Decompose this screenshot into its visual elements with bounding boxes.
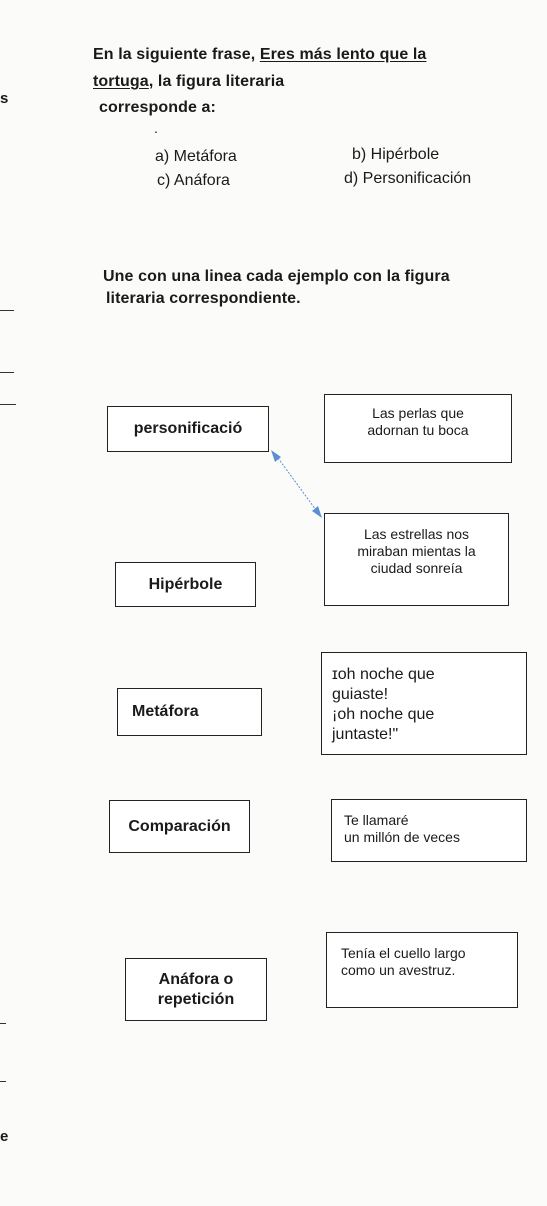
example-3-line4: juntaste!" — [332, 726, 399, 743]
margin-line-2 — [0, 372, 14, 373]
figure-label-metafora: Metáfora — [132, 703, 199, 720]
question1-phrase-a: Eres más lento que la — [259, 46, 427, 63]
question2-line2: literaria correspondiente. — [106, 290, 301, 307]
margin-fragment-e: e — [0, 1128, 9, 1145]
figure-box-hiperbole: Hipérbole — [115, 562, 256, 607]
figure-box-metafora: Metáfora — [117, 688, 262, 736]
margin-line-5 — [0, 1081, 6, 1082]
question2-line1: Une con una linea cada ejemplo con la fi… — [103, 268, 450, 285]
question1-line3: corresponde a: — [99, 99, 216, 116]
example-2-line2: miraban mientas la — [357, 543, 476, 559]
example-5-line2: como un avestruz. — [341, 962, 456, 978]
question1-prefix: En la siguiente frase, — [93, 46, 260, 63]
example-4-line2: un millón de veces — [344, 829, 460, 845]
figure-label-anafora-l1: Anáfora o — [158, 970, 234, 988]
example-box-3: ɪoh noche que guiaste! ¡oh noche que jun… — [321, 652, 527, 755]
example-box-1: Las perlas que adornan tu boca — [324, 394, 512, 463]
option-c: c) Anáfora — [157, 172, 230, 189]
figure-label-comparacion: Comparación — [128, 817, 231, 835]
example-4-line1: Te llamaré — [344, 812, 409, 828]
margin-fragment-s: s — [0, 90, 9, 107]
figure-label-anafora-l2: repetición — [157, 990, 235, 1008]
example-2-line1: Las estrellas nos — [363, 526, 470, 542]
example-box-4: Te llamaré un millón de veces — [331, 799, 527, 862]
figure-box-anafora: Anáfora o repetición — [125, 958, 267, 1021]
option-a: a) Metáfora — [155, 148, 237, 165]
example-5-line1: Tenía el cuello largo — [341, 945, 466, 961]
figure-label-personificacion: personificació — [133, 420, 243, 437]
question1-phrase-b: tortuga — [93, 73, 149, 90]
example-1-line1: Las perlas que — [372, 405, 464, 421]
example-box-2: Las estrellas nos miraban mientas la ciu… — [324, 513, 509, 606]
example-3-line2: guiaste! — [332, 686, 389, 703]
figure-box-personificacion: personificació — [107, 406, 269, 452]
example-1-line2: adornan tu boca — [367, 422, 469, 438]
question1-line2: tortuga, la figura literaria — [93, 73, 284, 91]
example-3-line1: ɪoh noche que — [332, 666, 435, 683]
example-3-line3: ¡oh noche que — [332, 706, 435, 723]
margin-line-4 — [0, 1023, 6, 1024]
figure-label-hiperbole: Hipérbole — [148, 575, 223, 593]
connector-arrowhead-start — [271, 450, 281, 462]
question1-line1: En la siguiente frase, Eres más lento qu… — [93, 46, 426, 64]
example-2-line3: ciudad sonreía — [370, 560, 463, 576]
example-box-5: Tenía el cuello largo como un avestruz. — [326, 932, 518, 1008]
question1-bullet: . — [154, 120, 158, 136]
question1-suffix: , la figura literaria — [148, 73, 285, 90]
margin-line-1 — [0, 310, 14, 311]
option-b: b) Hipérbole — [352, 146, 440, 163]
connector-line — [277, 457, 317, 511]
margin-line-3 — [0, 404, 16, 405]
figure-box-comparacion: Comparación — [109, 800, 250, 853]
connector-arrowhead-end — [312, 506, 322, 518]
option-d: d) Personificación — [344, 170, 472, 187]
